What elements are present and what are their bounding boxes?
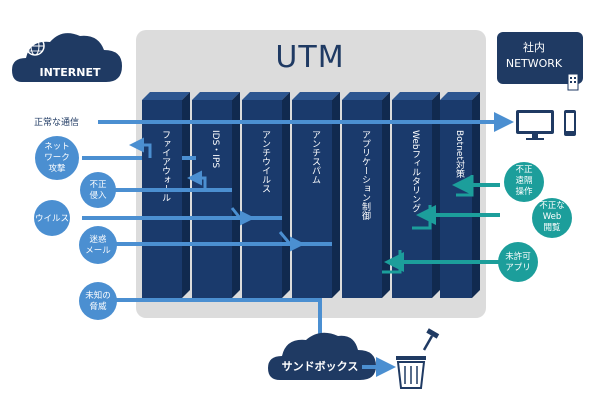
- layer-antispam: アンチスパム: [292, 92, 340, 298]
- bad-web-bounce: [412, 205, 432, 230]
- layer-label-antispam: アンチスパム: [310, 130, 321, 184]
- bubble-spam: 迷惑 メール: [79, 226, 117, 264]
- sandbox-label: サンドボックス: [282, 359, 359, 373]
- layer-botnet: Botnet対策: [440, 92, 480, 298]
- svg-text:未許可: 未許可: [505, 251, 531, 262]
- svg-text:メール: メール: [85, 246, 111, 256]
- layer-app-control: アプリケーション制御: [342, 92, 390, 298]
- layer-label-firewall: ファイアウォール: [160, 130, 171, 202]
- normal-traffic-label: 正常な通信: [34, 116, 79, 128]
- bubble-network-attack: ネット ワーク 攻撃: [35, 136, 79, 180]
- unknown-threat-line: [82, 298, 322, 340]
- bubble-unauth-app: 未許可 アプリ: [498, 242, 538, 282]
- bubble-unknown-threat: 未知の 脅威: [79, 282, 117, 320]
- svg-text:Web: Web: [543, 212, 562, 222]
- bubble-bad-web: 不正な Web 閲覧: [532, 198, 572, 238]
- svg-text:アプリ: アプリ: [505, 263, 531, 273]
- layer-antivirus: アンチウイルス: [242, 92, 290, 298]
- svg-text:侵入: 侵入: [89, 190, 107, 201]
- layer-label-web-filtering: Webフィルタリング: [410, 130, 421, 213]
- svg-text:操作: 操作: [515, 186, 533, 197]
- globe-icon: [25, 36, 45, 56]
- building-icon: [567, 73, 579, 91]
- svg-text:不正な: 不正な: [539, 201, 565, 211]
- utm-title: UTM: [275, 40, 344, 75]
- internet-cloud: INTERNET: [12, 33, 122, 82]
- remote-control-bounce: [456, 175, 474, 197]
- svg-text:攻撃: 攻撃: [48, 163, 66, 174]
- layer-label-ids-ips: IDS・IPS: [210, 130, 220, 168]
- layer-firewall: ファイアウォール: [142, 92, 190, 298]
- svg-text:ウイルス: ウイルス: [35, 214, 69, 224]
- svg-text:脅威: 脅威: [89, 301, 107, 312]
- spam-bounce: [278, 231, 305, 252]
- svg-text:迷惑: 迷惑: [89, 234, 107, 245]
- hammer-icon: [422, 328, 440, 351]
- svg-text:不正: 不正: [515, 165, 533, 175]
- layer-label-botnet: Botnet対策: [454, 130, 465, 179]
- intrusion-bounce: [187, 170, 207, 190]
- monitor-icon: [516, 110, 554, 140]
- network-attack-bounce: [129, 137, 152, 158]
- svg-text:不正: 不正: [89, 180, 107, 190]
- internet-label: INTERNET: [39, 66, 101, 79]
- bubble-virus: ウイルス: [34, 200, 70, 236]
- trash-icon: [396, 356, 426, 389]
- sandbox-cloud: サンドボックス: [268, 332, 376, 380]
- svg-text:閲覧: 閲覧: [543, 222, 561, 233]
- svg-text:遠隔: 遠隔: [515, 175, 533, 186]
- smartphone-icon: [564, 110, 576, 136]
- layer-label-app-control: アプリケーション制御: [360, 130, 371, 221]
- layer-label-antivirus: アンチウイルス: [260, 130, 271, 193]
- layer-ids-ips: IDS・IPS: [192, 92, 240, 298]
- company-network-box: 社内 NETWORK: [497, 32, 583, 84]
- company-network-line2: NETWORK: [506, 57, 563, 70]
- bubble-remote-control: 不正 遠隔 操作: [504, 162, 544, 202]
- svg-text:未知の: 未知の: [85, 290, 111, 301]
- virus-bounce: [230, 207, 255, 226]
- company-network-line1: 社内: [523, 40, 545, 54]
- svg-text:ワーク: ワーク: [44, 153, 70, 163]
- unauth-app-bounce: [382, 250, 402, 274]
- bubble-intrusion: 不正 侵入: [80, 172, 116, 208]
- svg-text:ネット: ネット: [44, 142, 70, 152]
